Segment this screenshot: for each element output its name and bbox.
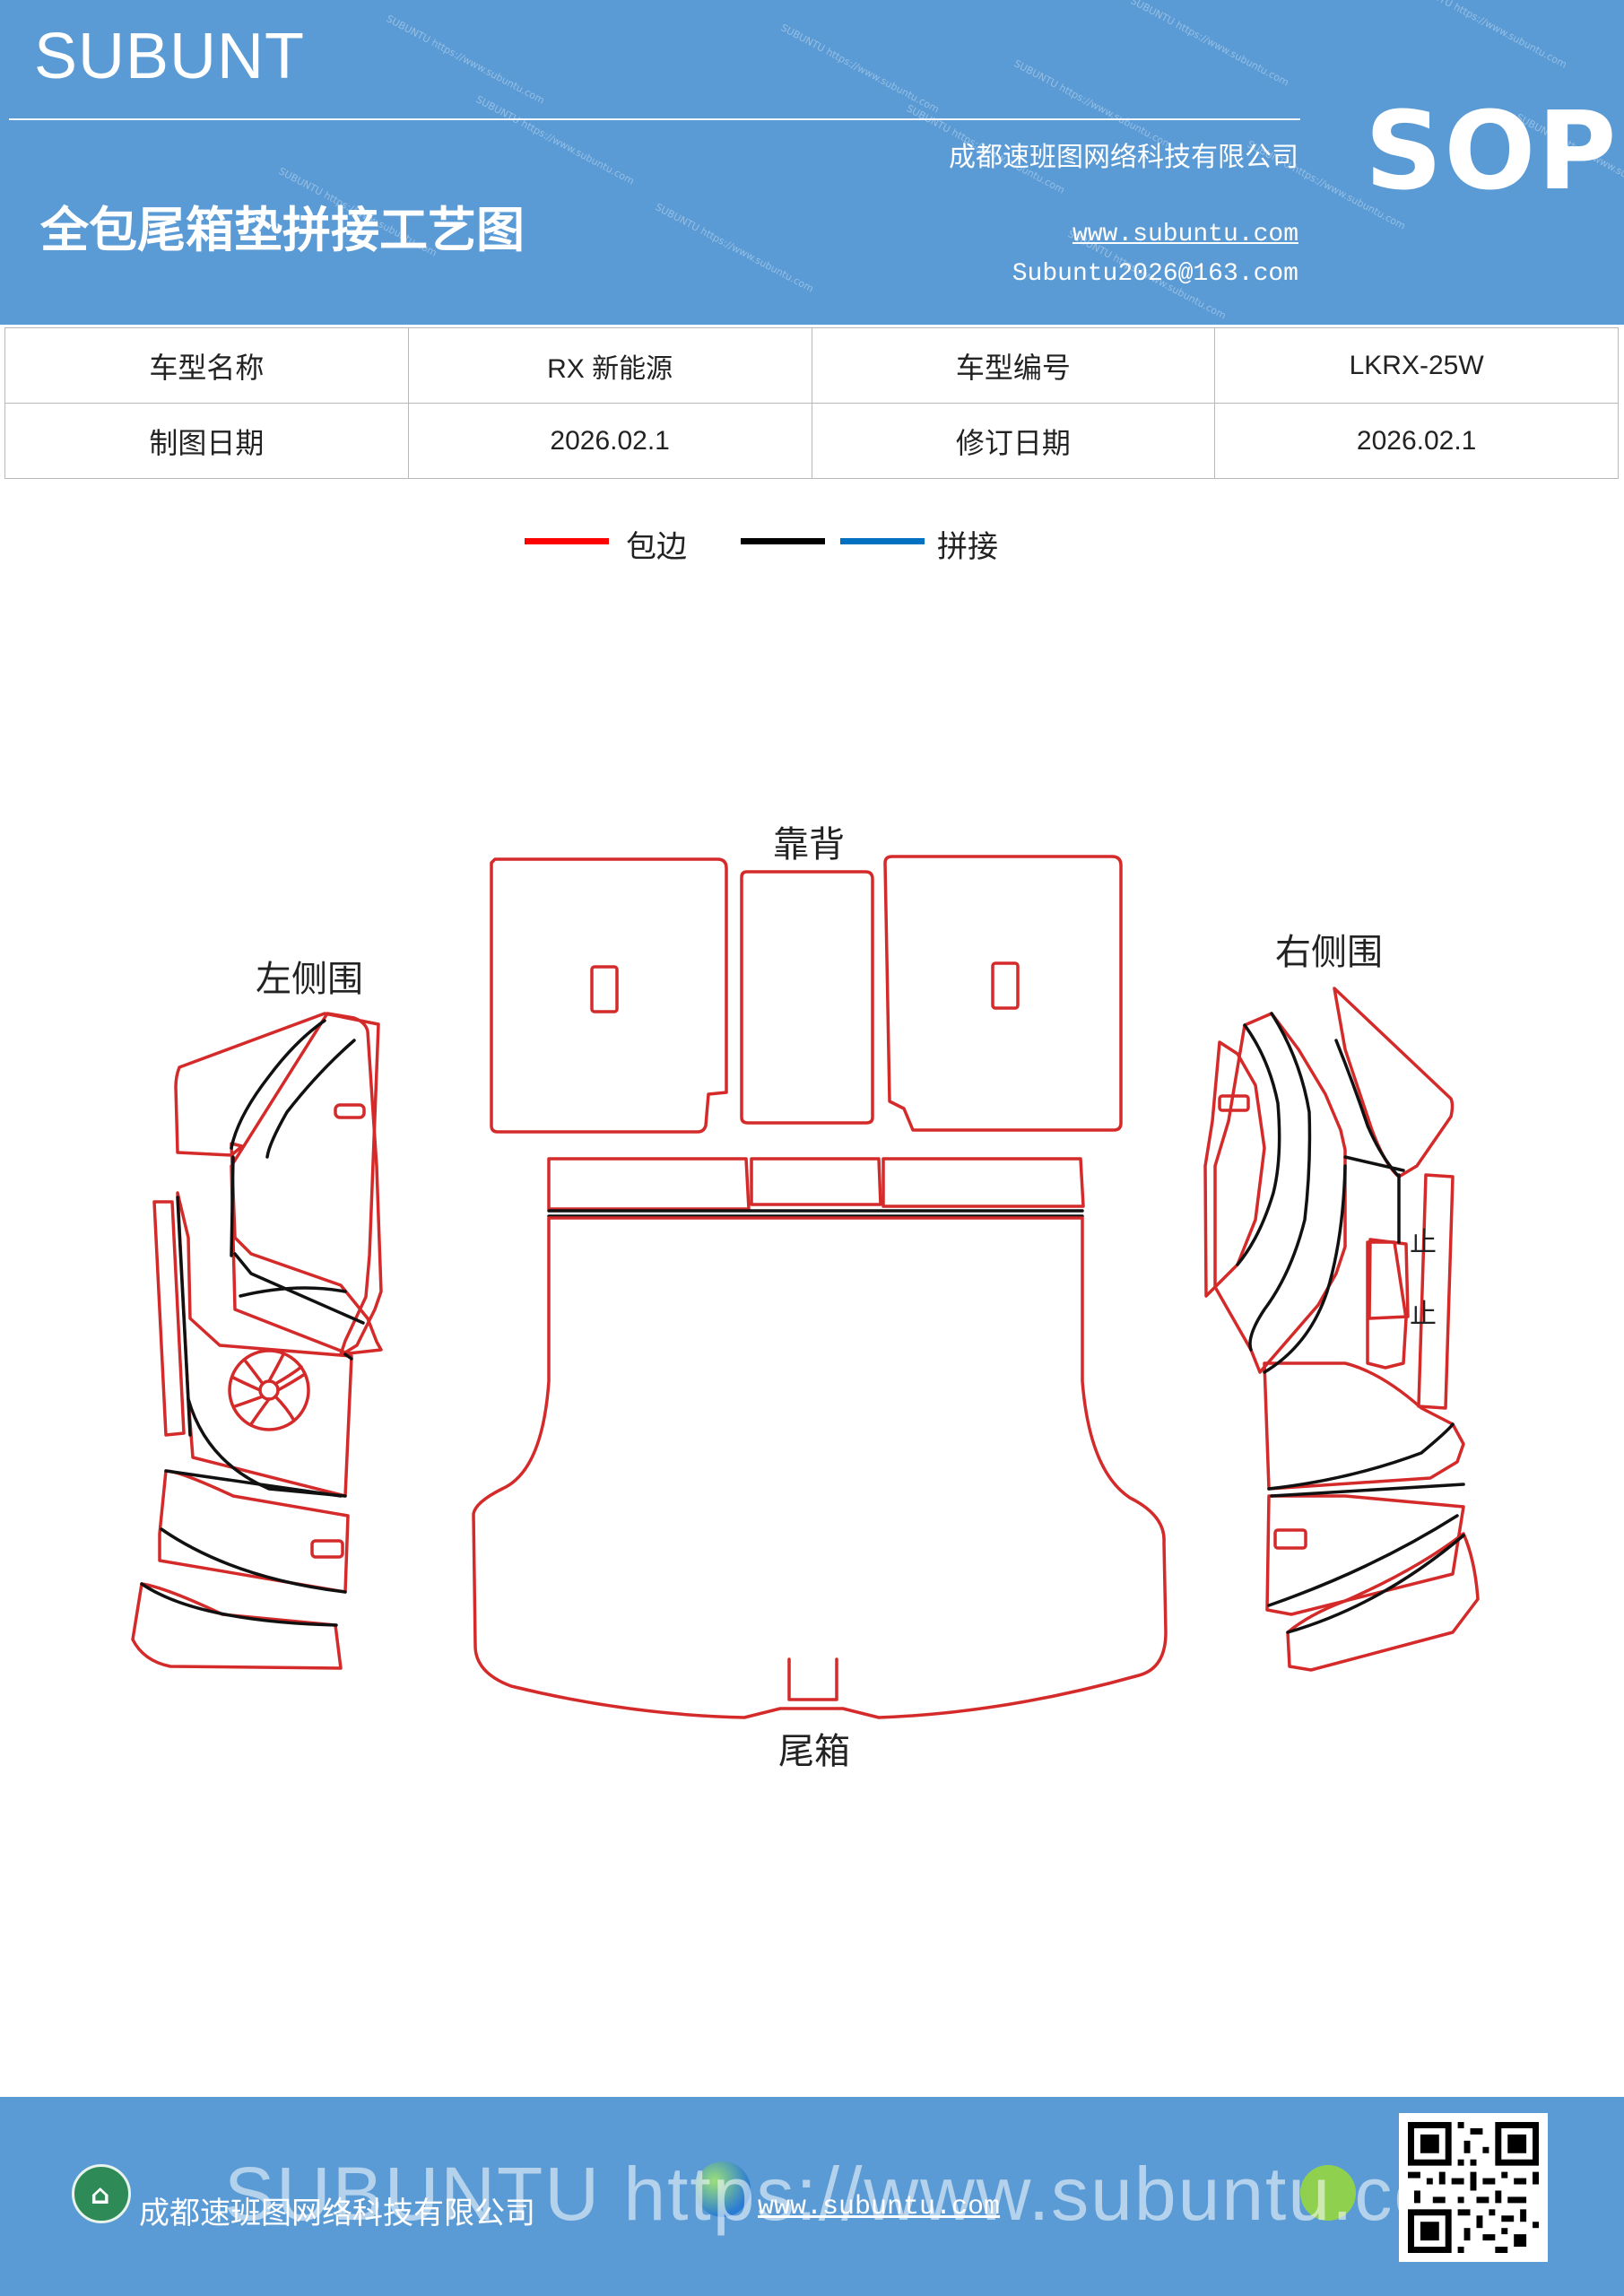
table-row: 制图日期 2026.02.1 修订日期 2026.02.1 bbox=[4, 403, 1619, 479]
legend-label: 拼接 bbox=[937, 529, 998, 565]
document-title: 全包尾箱垫拼接工艺图 bbox=[40, 202, 525, 258]
backrest-right-slot bbox=[991, 961, 1020, 1010]
backrest-group bbox=[490, 855, 1123, 1134]
label-backrest: 靠背 bbox=[773, 824, 845, 865]
right-side-group bbox=[1203, 987, 1480, 1672]
label-stop-mark: 止 bbox=[1410, 1227, 1437, 1258]
legend-swatch-black bbox=[741, 538, 825, 544]
right-side-bottom bbox=[1286, 1532, 1480, 1672]
header-divider bbox=[9, 118, 1300, 120]
website-link[interactable]: www.subuntu.com bbox=[1072, 221, 1298, 248]
table-cell: 车型名称 bbox=[4, 327, 409, 404]
table-row: 车型名称 RX 新能源 车型编号 LKRX-25W bbox=[4, 327, 1619, 404]
trunk-floor-group bbox=[472, 1216, 1168, 1719]
left-side-slot-upper bbox=[334, 1103, 366, 1119]
table-cell: LKRX-25W bbox=[1214, 327, 1619, 404]
vehicle-info-table: 车型名称 RX 新能源 车型编号 LKRX-25W 制图日期 2026.02.1… bbox=[4, 327, 1619, 479]
left-side-outer bbox=[230, 1012, 383, 1354]
page-footer: ⌂ 成都速班图网络科技有限公司 www.subuntu.com SUBUNTU … bbox=[0, 2097, 1624, 2296]
sop-badge: SOP bbox=[1365, 90, 1619, 214]
footer-overlay-text: SUBUNTU https://www.subuntu.com bbox=[224, 2152, 1503, 2236]
backrest-right-panel bbox=[883, 855, 1123, 1132]
legend-label: 包边 bbox=[626, 529, 687, 565]
label-right-side: 右侧围 bbox=[1275, 932, 1383, 973]
right-side-slot-lower bbox=[1273, 1528, 1307, 1550]
right-side-strip bbox=[1417, 1173, 1455, 1410]
right-side-slot-upper bbox=[1218, 1094, 1250, 1112]
table-cell: 修订日期 bbox=[811, 403, 1216, 479]
label-left-side: 左侧围 bbox=[256, 959, 363, 1000]
footer-company: 成都速班图网络科技有限公司 bbox=[139, 2196, 535, 2231]
email-address[interactable]: Subuntu2026@163.com bbox=[1012, 260, 1298, 288]
backrest-left-panel bbox=[490, 857, 728, 1134]
left-side-slot-lower bbox=[310, 1539, 344, 1559]
home-icon: ⌂ bbox=[72, 2164, 131, 2223]
brand-name: SUBUNT bbox=[34, 21, 306, 92]
footer-website-link[interactable]: www.subuntu.com bbox=[758, 2192, 1001, 2222]
page-header: SUBUNT 全包尾箱垫拼接工艺图 成都速班图网络科技有限公司 www.subu… bbox=[0, 0, 1624, 325]
trunk-strip-right bbox=[881, 1157, 1085, 1208]
wechat-icon bbox=[1300, 2165, 1356, 2221]
legend-swatch-blue bbox=[840, 538, 925, 544]
qr-code-icon[interactable] bbox=[1399, 2113, 1548, 2262]
backrest-left-slot bbox=[590, 965, 619, 1013]
trunk-floor-notch bbox=[787, 1657, 838, 1701]
table-cell: 制图日期 bbox=[4, 403, 409, 479]
left-side-group bbox=[131, 1012, 383, 1670]
backrest-center-panel bbox=[740, 870, 874, 1125]
trunk-strip-left bbox=[547, 1157, 751, 1211]
table-cell: 车型编号 bbox=[811, 327, 1216, 404]
seam-lines bbox=[140, 1012, 1465, 1634]
left-side-strip bbox=[152, 1200, 186, 1437]
right-side-tab bbox=[1368, 1238, 1410, 1320]
vent-icon bbox=[228, 1349, 310, 1431]
right-side-lower bbox=[1265, 1494, 1465, 1616]
left-side-upper bbox=[174, 1012, 383, 1356]
right-side-outer bbox=[1203, 1040, 1266, 1298]
table-cell: 2026.02.1 bbox=[1214, 403, 1619, 479]
line-legend: 包边 拼接 bbox=[0, 527, 1624, 572]
right-side-insert bbox=[1366, 1240, 1408, 1370]
label-trunk: 尾箱 bbox=[778, 1731, 850, 1772]
legend-swatch-red bbox=[525, 538, 609, 544]
table-cell: 2026.02.1 bbox=[407, 403, 812, 479]
company-name: 成都速班图网络科技有限公司 bbox=[949, 142, 1298, 173]
trunk-floor-panel bbox=[472, 1216, 1168, 1719]
table-cell: RX 新能源 bbox=[407, 327, 812, 404]
trunk-strip-center bbox=[750, 1157, 882, 1206]
trunk-strips-group bbox=[547, 1157, 1085, 1218]
globe-icon bbox=[695, 2161, 751, 2217]
label-stop-mark: 止 bbox=[1410, 1299, 1437, 1330]
right-side-middle bbox=[1263, 1361, 1465, 1491]
right-side-main bbox=[1213, 1012, 1347, 1374]
